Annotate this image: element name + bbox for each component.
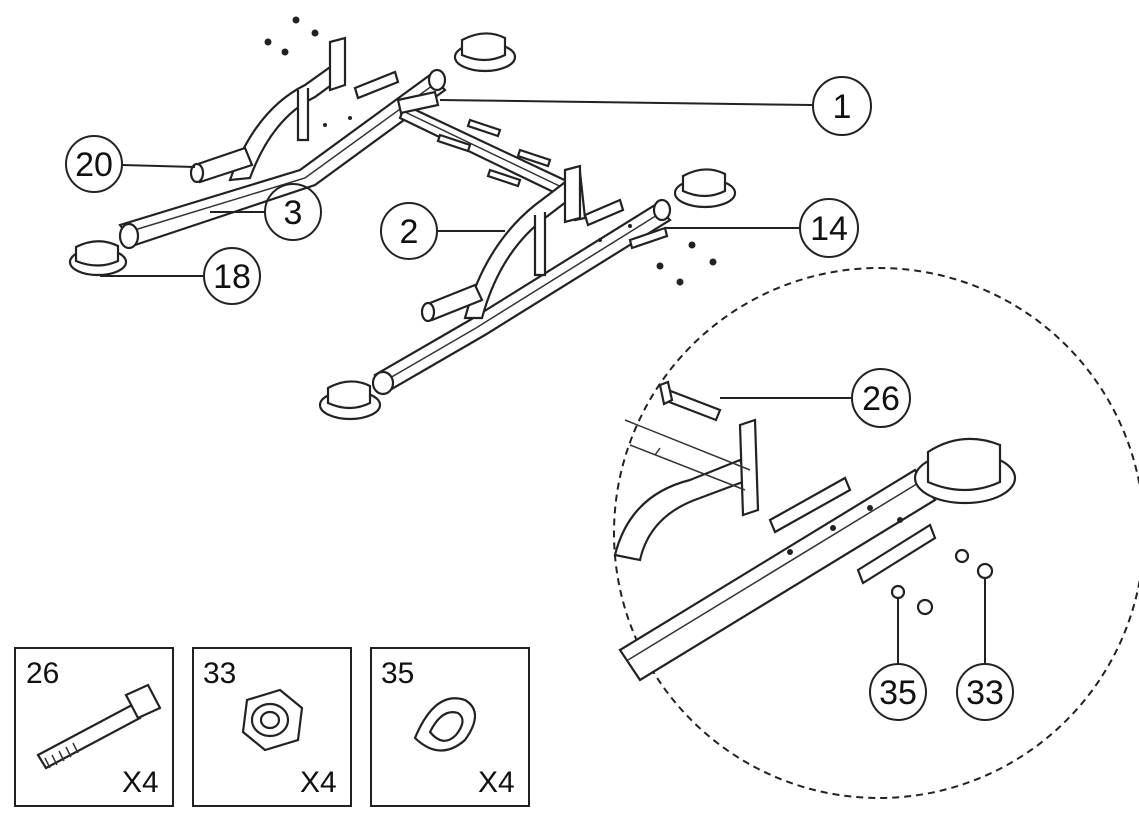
hardware-quantity: X4 [300,766,337,799]
callout-14: 14 [665,198,859,258]
callout-33: 33 [956,578,1014,721]
detail-end-cap [913,437,1017,505]
front-stabilizer-part-2 [371,164,672,396]
end-cap [68,240,128,277]
detail-upright-tube [613,458,750,562]
detail-bracket [768,476,852,534]
end-cap [453,32,517,73]
callout-label-1: 1 [833,88,852,126]
hardware-part-number: 33 [203,657,236,690]
hardware-box-26: 26 X4 [14,647,174,807]
end-cap [318,380,382,421]
detail-mount-plate [738,418,760,517]
frame-assembly [68,16,737,421]
hardware-part-number: 35 [381,657,414,690]
callout-label-20: 20 [75,146,113,184]
hardware-part-number: 26 [26,657,59,690]
callout-1: 1 [439,76,872,136]
loose-nuts [264,16,717,286]
hardware-box-33: 33 X4 [192,647,352,807]
detail-view: 26 35 33 [613,267,1139,799]
hardware-box-35: 35 X4 [370,647,530,807]
detail-stabilizer-tube [618,468,937,682]
callout-label-14: 14 [810,210,848,248]
callout-26: 26 [720,368,911,428]
washer-icon [413,697,477,752]
callout-20: 20 [65,135,196,193]
bolt-icon [36,683,162,770]
detail-clamp-plate [856,523,937,585]
end-caps-part-18 [68,32,737,421]
rear-stabilizer-part-3 [118,36,447,250]
callout-35: 35 [869,598,927,721]
callout-label-2: 2 [400,213,419,251]
callout-18: 18 [100,247,261,305]
detail-circle [613,267,1139,799]
nut-icon [241,688,304,752]
callout-label-33: 33 [966,674,1004,712]
detail-bolt [658,380,722,422]
callout-3: 3 [210,183,322,241]
callout-label-35: 35 [879,674,917,712]
hardware-quantity: X4 [122,766,159,799]
detail-nuts [890,548,994,616]
callout-label-26: 26 [862,380,900,418]
hardware-quantity: X4 [478,766,515,799]
callout-2: 2 [380,202,505,260]
callout-label-3: 3 [284,194,303,232]
callout-label-18: 18 [213,258,251,296]
end-cap [673,168,737,209]
